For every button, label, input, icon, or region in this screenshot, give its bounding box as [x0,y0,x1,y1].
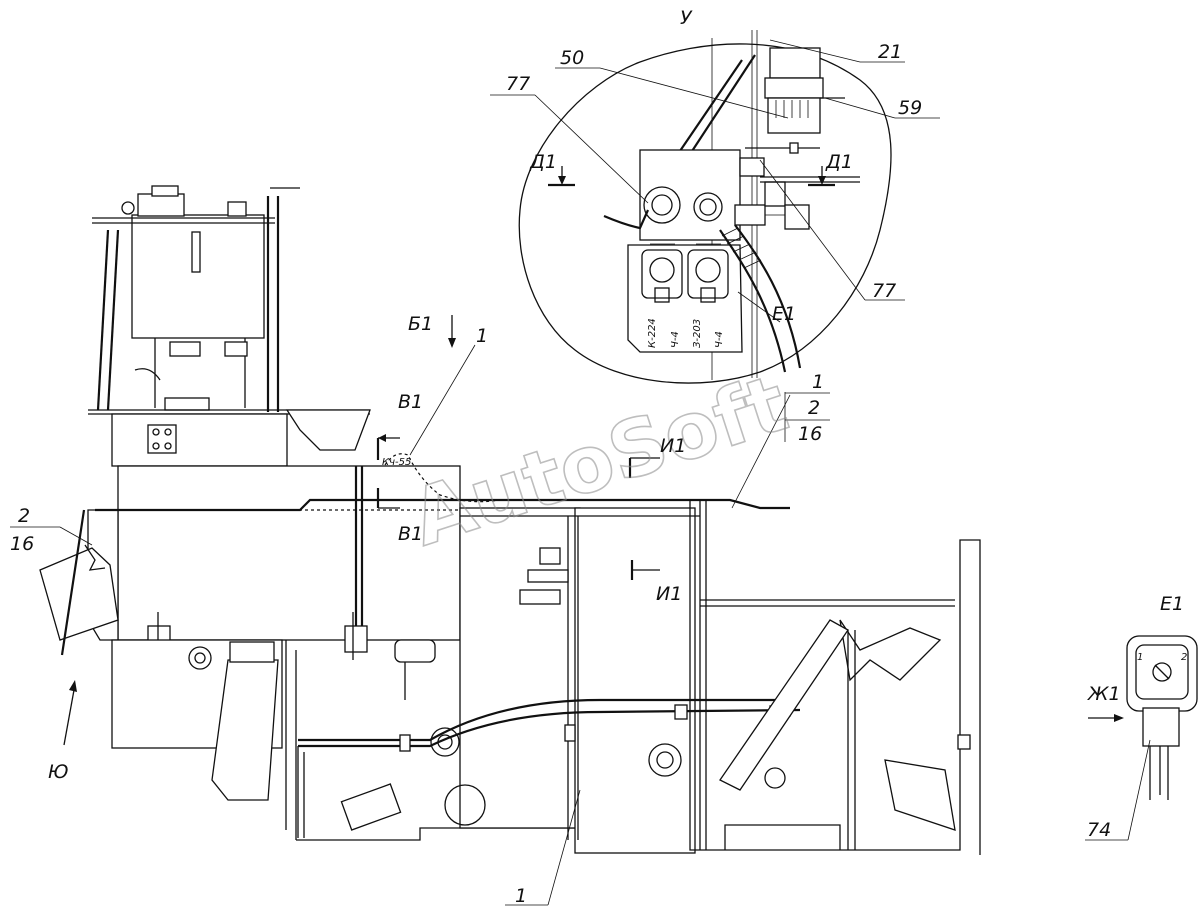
view-label-v1-top: В1 [398,391,423,413]
detail-view-u [490,30,940,384]
callout-59: 59 [898,97,922,119]
view-label-b1: Б1 [408,313,433,335]
callout-1-bottom: 1 [515,885,527,907]
callout-16-left: 16 [10,533,34,555]
view-label-zh1: Ж1 [1087,683,1121,705]
callout-2-right: 2 [808,397,820,419]
fitting-right [693,192,723,222]
pin-2-label: 2 [1181,652,1187,663]
wire-label-ch4-b: Ч-4 [714,331,725,348]
callout-1-right: 1 [812,371,824,393]
relay-block [769,47,821,79]
callout-e1-detail: Е1 [772,303,796,325]
view-label-i1-top: И1 [660,435,686,457]
callout-2-left: 2 [18,505,30,527]
callout-1-top: 1 [476,325,488,347]
view-label-yu: Ю [48,761,69,783]
connector-k224 [641,249,683,299]
pin-1-label: 1 [1137,652,1143,663]
view-label-d1-left: Д1 [529,151,557,173]
callout-77-left: 77 [506,73,530,95]
view-label-i1-bottom: И1 [656,583,682,605]
terminal-strip [767,97,821,134]
wire-label-k224: К-224 [647,318,658,348]
view-label-e1: Е1 [1160,593,1184,615]
main-assembly [10,185,981,906]
callout-74: 74 [1087,819,1111,841]
valve-block [639,149,741,241]
callout-21: 21 [878,41,902,63]
detail-u-outline [518,43,892,384]
tilted-bracket [39,547,119,641]
filter-cap [137,193,185,217]
wire-label-z203: З-203 [692,319,703,348]
view-label-v1-bottom: В1 [398,523,423,545]
view-label-d1-right: Д1 [825,151,853,173]
wire-label-kch55: Кч-55 [382,457,411,468]
wire-label-ch4-a: Ч-4 [670,331,681,348]
connector-z203 [687,249,729,299]
callout-77-right: 77 [872,280,896,302]
callout-16-right: 16 [798,423,822,445]
connector-body [1126,635,1198,712]
view-label-u: У [680,7,693,29]
mounting-frame [111,413,288,467]
detail-e1-connector [1085,635,1198,841]
hydraulic-tank [131,214,265,339]
callout-50: 50 [560,47,584,69]
fitting-left [643,186,681,224]
fuel-tank [117,465,461,641]
